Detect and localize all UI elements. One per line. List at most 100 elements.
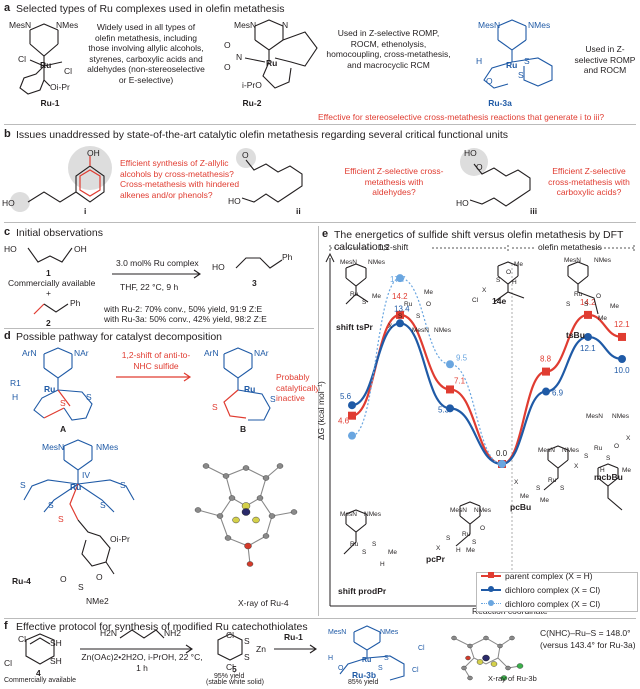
ru3a-atom-mesn: MesN [478,20,501,30]
ru1-atom-ru: Ru [40,60,52,70]
species-pc-bu: pcBu [510,502,532,512]
compound-ii-atom-o: O [242,150,249,160]
e-atom-25: O [614,443,620,450]
legend-label-parent: parent complex (X = H) [505,571,593,581]
species-14e: 14e [492,296,507,306]
reaction-arrow-f2 [274,644,317,654]
e-atom-44: H [456,547,461,554]
species-ts-bu: tsBu [566,330,585,340]
ru4-atom-s4: S [100,500,106,510]
series-line-0 [351,313,623,466]
e-atom-39: Ru [462,531,471,538]
e-atom-46: MesN [340,511,357,518]
ru3b-atom-cl2: Cl [412,667,419,674]
compound-i-numeral: i [84,206,87,216]
series-1-point-1 [396,319,404,328]
e-atom-48: Ru [350,541,359,548]
data-label-9: 8.8 [540,355,552,364]
panel-d-title: Possible pathway for catalyst decomposit… [16,331,223,343]
e-atom-30: NMes [562,447,579,454]
series-0-point-6 [618,332,626,341]
species-shift-prod: shift prodPr [338,586,387,596]
e-atom-16: O [596,293,602,300]
panel-f-title: Effective protocol for synthesis of modi… [16,621,308,633]
compound-iii-atom-o: O [476,162,483,172]
e-atom-31: Ru [548,477,557,484]
ru3a-name: Ru-3a [488,98,512,108]
data-label-5: 5.3 [438,405,450,414]
e-atom-27: H [600,467,605,474]
divider-b-c [4,222,636,223]
series-1-point-6 [618,355,626,363]
data-label-1: 14.2 [392,292,408,301]
e-atom-13: Ru [574,291,583,298]
ethylenediamine-structure [119,629,165,639]
ru4-atom-oipr: Oi-Pr [110,534,130,544]
data-label-11: 14.2 [580,298,596,307]
compound-ii-numeral: ii [296,206,301,216]
e-atom-38: NMes [474,507,491,514]
xray-ru3b-image [451,635,524,681]
e-atom-52: Me [388,549,398,556]
ru1-atom-oipr: Oi-Pr [50,82,70,92]
substrate-1-number: 1 [46,268,51,278]
sub4-atom-cl1: Cl [18,634,27,644]
divider-a-b [4,124,636,125]
data-label-6: 5.6 [340,392,352,401]
e-atom-45: Me [466,547,476,554]
panel-c-title: Initial observations [16,227,103,239]
ru4-atom-ru: Ru [70,482,82,492]
ru3b-name: Ru-3b [352,670,377,680]
e-atom-57: S [416,313,421,320]
legend-marker-dichloro-dotted [488,600,494,606]
e-atom-4: Me [372,293,382,300]
compound-ii-question: Efficient Z-selective cross-metathesis w… [344,166,444,197]
e-atom-41: S [472,539,477,546]
e-atom-2: Ru [350,291,359,298]
species-pc-pr: pcPr [426,554,445,564]
compound-iii-question: Efficient Z-selective cross-metathesis w… [548,166,630,197]
e-atom-18: Me [610,303,620,310]
species-b-atom-s2: S [270,394,276,404]
int5-yield: 95% yield [214,673,245,680]
data-label-8: 0.0 [496,449,508,458]
compound-iii-atom-ho: HO [464,148,477,158]
e-atom-32: S [536,485,541,492]
series-1-point-2 [446,404,454,413]
int5-atom-s1: S [244,636,250,646]
compound-i-question: Efficient synthesis of Z-allylic alcohol… [120,158,240,200]
ru3b-atom-ru: Ru [362,657,372,664]
data-label-10: 6.9 [552,389,564,398]
panel-b-title: Issues unaddressed by state-of-the-art c… [16,129,508,141]
e-atom-17: Me [598,315,608,322]
data-label-13: 12.1 [614,320,630,329]
reagent-top-nh2: NH2 [164,628,182,638]
compound-ii-structure [236,148,303,203]
panel-d-label: d [4,330,11,342]
compound-i-atom-ho: HO [2,198,15,208]
species-b-name: B [240,424,247,434]
ru4-atom-s2: S [120,480,126,490]
species-a-atom-r1: R1 [10,378,21,388]
ru4-atom-iv: IV [82,470,91,480]
int5-atom-cl1: Cl [226,630,235,640]
e-atom-23: S [606,455,611,462]
legend-marker-parent [488,572,494,578]
panel-c-label: c [4,226,11,238]
ru3a-atom-ru: Ru [506,60,518,70]
int5-note: (stable white solid) [206,679,264,686]
e-atom-3: S [362,299,367,306]
reagent-ru1: Ru-1 [284,632,303,642]
sub4-atom-sh2: SH [50,656,62,666]
panel-e-mini-structures [343,261,623,555]
xray-ru3b-caption: X-ray of Ru-3b [488,674,537,683]
ru2-name: Ru-2 [242,98,262,108]
e-atom-55: Ru [404,301,413,308]
species-a-atom-nar: NAr [74,348,89,358]
series-2-point-3 [498,460,506,468]
compound-iii-structure [460,148,531,207]
reagent-top-h2n: H2N [100,628,118,638]
e-atom-60: Me [424,289,434,296]
e-atom-9: Cl [472,297,479,304]
ru4-atom-s6: S [78,582,84,592]
